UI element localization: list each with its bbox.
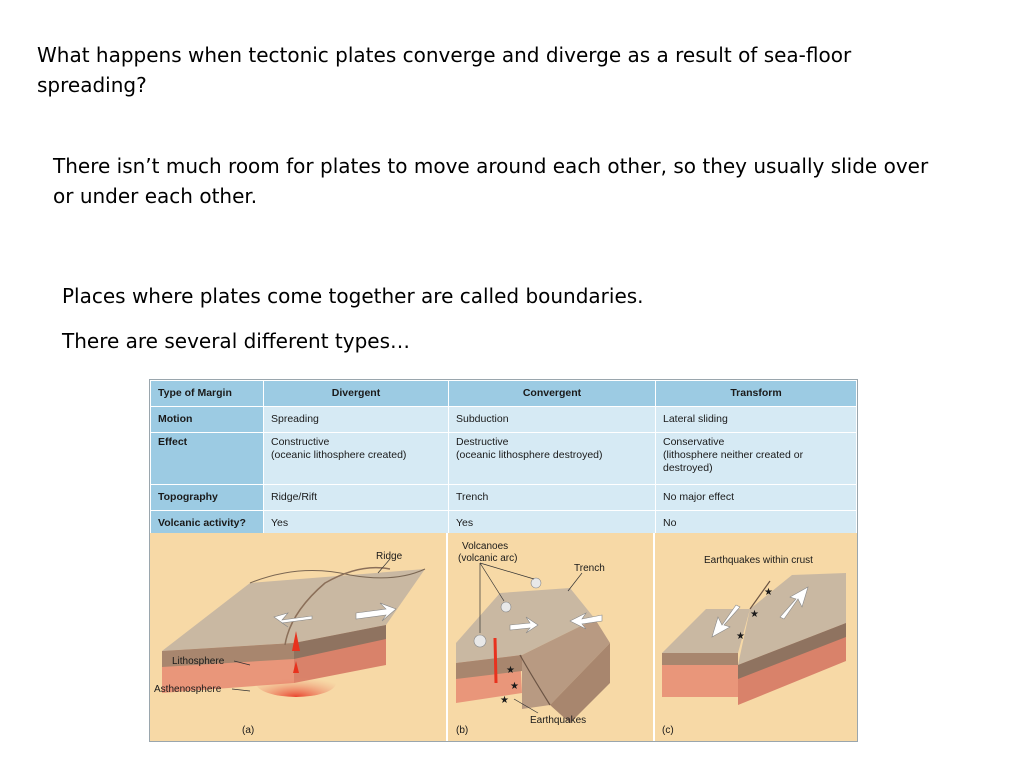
- panel-c-tag: (c): [662, 725, 674, 736]
- table-row: Topography Ridge/Rift Trench No major ef…: [150, 484, 857, 511]
- cell-line: Conservative: [663, 436, 725, 448]
- question-text: What happens when tectonic plates conver…: [37, 43, 852, 97]
- cell-line: Destructive: [456, 436, 509, 448]
- cell-line: (oceanic lithosphere created): [271, 449, 407, 461]
- arrow-right-icon: [355, 602, 397, 622]
- label-earthquakes: Earthquakes: [530, 715, 586, 726]
- cell-transform-volcanic: No: [655, 510, 857, 537]
- arrow-right-icon: [509, 616, 539, 634]
- volcano-icon: [473, 577, 542, 648]
- label-ridge: Ridge: [376, 551, 403, 562]
- arrow-left-icon: [569, 612, 603, 630]
- cell-convergent-topography: Trench: [448, 484, 656, 511]
- header-transform: Transform: [655, 380, 857, 407]
- label-volcanoes: Volcanoes: [462, 541, 508, 552]
- header-type-of-margin: Type of Margin: [150, 380, 264, 407]
- earthquake-star: ★: [764, 587, 773, 598]
- label-trench: Trench: [574, 563, 605, 574]
- header-divergent: Divergent: [263, 380, 449, 407]
- label-asthenosphere: Asthenosphere: [154, 684, 222, 695]
- table-row: Effect Constructive (oceanic lithosphere…: [150, 432, 857, 485]
- panel-b-tag: (b): [456, 725, 468, 736]
- label-earthquakes-within-crust: Earthquakes within crust: [704, 555, 813, 566]
- cell-line: destroyed): [663, 462, 713, 474]
- plate-margins-table: Type of Margin Divergent Convergent Tran…: [150, 380, 857, 537]
- earthquake-star: ★: [750, 609, 759, 620]
- earthquake-star: ★: [500, 695, 509, 706]
- cell-divergent-topography: Ridge/Rift: [263, 484, 449, 511]
- table-row: Motion Spreading Subduction Lateral slid…: [150, 406, 857, 433]
- divergent-block: [162, 566, 426, 697]
- table-header-row: Type of Margin Divergent Convergent Tran…: [150, 380, 857, 407]
- paragraph-room: There isn’t much room for plates to move…: [53, 154, 929, 208]
- row-label-volcanic: Volcanic activity?: [150, 510, 264, 537]
- paragraph-types: There are several different types…: [62, 329, 410, 353]
- plate-margins-figure: Type of Margin Divergent Convergent Tran…: [149, 379, 858, 742]
- plate-boundary-diagram: Ridge Lithosphere Asthenosphere (a): [150, 533, 857, 741]
- earthquake-star: ★: [510, 681, 519, 692]
- earthquake-star: ★: [506, 665, 515, 676]
- cell-transform-topography: No major effect: [655, 484, 857, 511]
- cell-divergent-effect: Constructive (oceanic lithosphere create…: [263, 432, 449, 485]
- arrow-left-icon: [273, 612, 313, 628]
- cell-line: Constructive: [271, 436, 330, 448]
- row-label-effect: Effect: [150, 432, 264, 485]
- row-label-motion: Motion: [150, 406, 264, 433]
- cell-convergent-motion: Subduction: [448, 406, 656, 433]
- paragraph-boundaries: Places where plates come together are ca…: [62, 284, 644, 308]
- arrow-down-left-icon: [711, 604, 741, 638]
- earthquake-star: ★: [736, 631, 745, 642]
- header-convergent: Convergent: [448, 380, 656, 407]
- arrow-up-right-icon: [779, 586, 809, 620]
- cell-line: (oceanic lithosphere destroyed): [456, 449, 603, 461]
- transform-block: [662, 573, 846, 705]
- row-label-topography: Topography: [150, 484, 264, 511]
- cell-divergent-motion: Spreading: [263, 406, 449, 433]
- label-volcanic-arc: (volcanic arc): [458, 553, 517, 564]
- cell-transform-effect: Conservative (lithosphere neither create…: [655, 432, 857, 485]
- panel-a-tag: (a): [242, 725, 254, 736]
- table-row: Volcanic activity? Yes Yes No: [150, 510, 857, 537]
- label-lithosphere: Lithosphere: [172, 656, 225, 667]
- cell-transform-motion: Lateral sliding: [655, 406, 857, 433]
- cell-line: (lithosphere neither created or: [663, 449, 804, 461]
- cell-convergent-effect: Destructive (oceanic lithosphere destroy…: [448, 432, 656, 485]
